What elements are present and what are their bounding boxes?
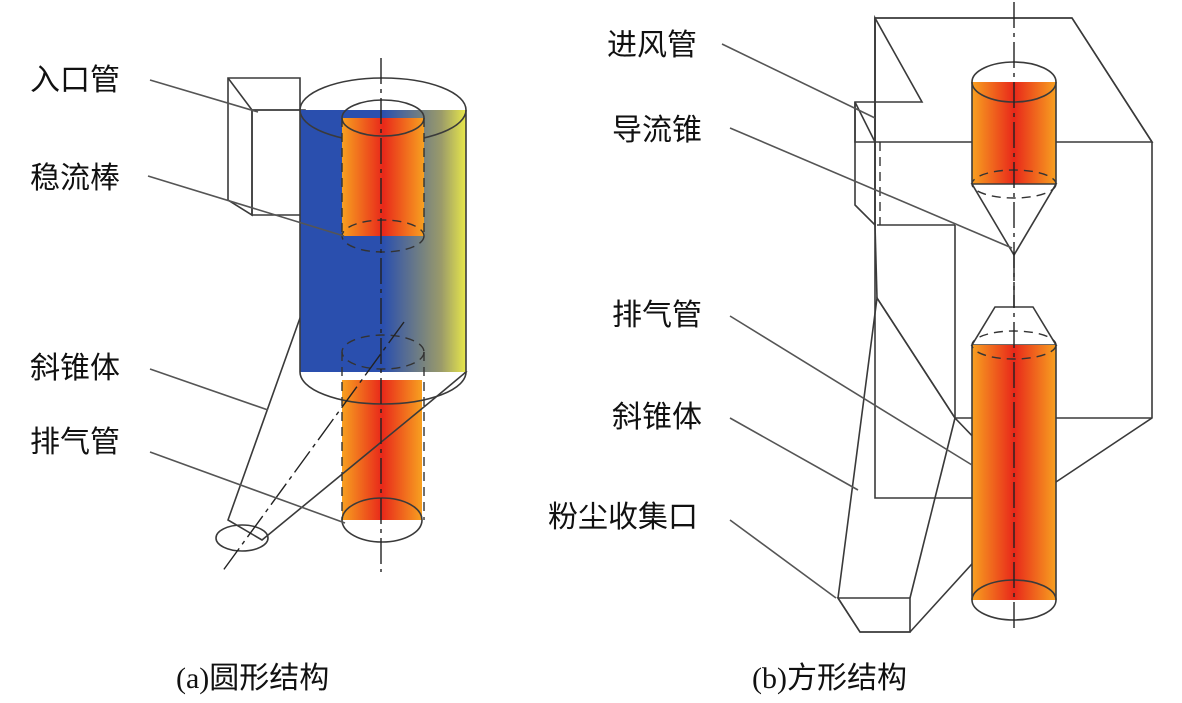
dust-outlet-b (836, 597, 911, 633)
inlet-pipe-a-front (251, 109, 306, 216)
inlet-pipe-a (227, 77, 301, 217)
label-inlet-duct: 进风管 (607, 28, 697, 63)
caption-a: (a)圆形结构 (176, 662, 329, 695)
label-dust-outlet: 粉尘收集口 (548, 500, 698, 535)
oblique-cone-a-outlet (215, 524, 269, 552)
stabilizer-rod-a (342, 118, 424, 236)
label-inlet-pipe: 入口管 (30, 63, 120, 98)
label-exhaust-pipe-a: 排气管 (30, 425, 120, 460)
label-oblique-cone-a: 斜锥体 (30, 351, 120, 386)
figure-a-circular: 入口管 稳流棒 斜锥体 排气管 (a)圆形结构 (30, 58, 468, 695)
label-exhaust-pipe-b: 排气管 (612, 298, 702, 333)
label-stabilizer-rod: 稳流棒 (30, 161, 120, 196)
caption-b: (b)方形结构 (752, 662, 907, 695)
label-guide-cone: 导流锥 (612, 113, 702, 148)
inlet-duct-b-side (854, 101, 876, 227)
exhaust-pipe-a (342, 380, 422, 520)
figure-b-square: 进风管 导流锥 排气管 斜锥体 粉尘收集口 (b)方形结构 (548, 2, 1154, 695)
label-oblique-cone-b: 斜锥体 (612, 400, 702, 435)
